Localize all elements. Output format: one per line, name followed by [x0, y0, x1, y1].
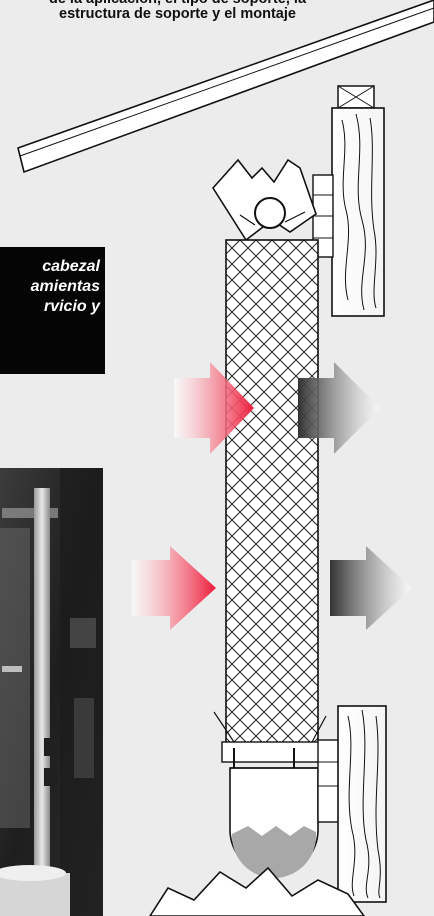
heat-arrow-out-lower — [330, 546, 412, 630]
lower-wood-post — [337, 705, 387, 903]
heat-arrow-in-upper — [174, 362, 254, 454]
upper-wood-post — [331, 107, 385, 317]
installation-photo-image — [0, 468, 103, 916]
condenser-head — [212, 158, 317, 242]
ground-rocks — [149, 866, 365, 916]
callout-line-2: amientas — [30, 278, 100, 295]
roof-beam — [17, 0, 434, 174]
heat-arrow-out-upper — [298, 362, 380, 454]
header-caption-line1-text: de la aplicación, el tipo de soporte, la — [49, 0, 306, 8]
evaporator-bulb — [229, 767, 319, 878]
callout-line-3: rvicio y — [43, 298, 100, 315]
installation-photo — [0, 468, 103, 916]
upper-crossed-box — [337, 85, 375, 109]
lower-bracket — [317, 739, 341, 823]
heat-pipe-tube — [225, 239, 319, 757]
header-caption-line1: de la aplicación, el tipo de soporte, la — [0, 0, 355, 8]
callout-box: cabezal amientas rvicio y — [0, 247, 105, 374]
callout-line-1: cabezal — [42, 258, 100, 275]
header-caption-line2: estructura de soporte y el montaje — [59, 6, 296, 22]
heat-arrow-in-lower — [132, 546, 216, 630]
